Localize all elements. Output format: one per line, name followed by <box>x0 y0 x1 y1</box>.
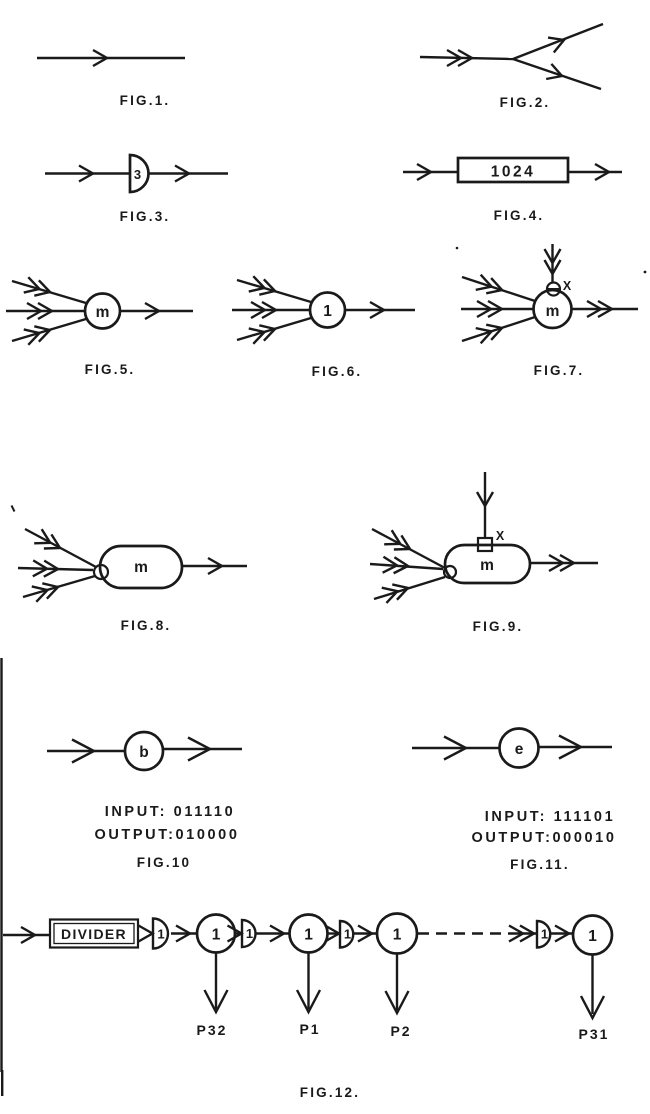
scan-tick <box>10 505 16 512</box>
fig2: FIG.2. <box>419 22 604 110</box>
delay-label: 1 <box>344 927 351 942</box>
input-junction <box>92 563 110 581</box>
fig1-caption: FIG.1. <box>120 93 171 108</box>
input-junction <box>442 564 458 580</box>
stage-label: 1 <box>212 927 221 944</box>
divider-box <box>48 918 140 949</box>
delay-element <box>151 917 170 950</box>
fig4-caption: FIG.4. <box>494 208 545 223</box>
cipher-node <box>123 730 165 772</box>
node-label: b <box>139 744 148 761</box>
node-label: m <box>546 303 560 320</box>
arrowhead-icon <box>22 276 54 301</box>
node-label: m <box>96 304 110 321</box>
fig6-caption: FIG.6. <box>312 364 363 379</box>
divider-box-inner <box>53 922 135 945</box>
node-label: 1 <box>323 303 332 320</box>
scan-speck <box>455 246 459 250</box>
input-sequence: INPUT: 111101 <box>485 809 616 825</box>
delay-label: 3 <box>134 167 141 182</box>
output-sequence: OUTPUT:000010 <box>471 830 616 846</box>
fig11: e INPUT: 111101 OUTPUT:000010 FIG.11. <box>412 727 616 872</box>
arrowhead-icon <box>382 528 415 558</box>
delay-label: 1 <box>157 927 164 942</box>
fig8-caption: FIG.8. <box>121 618 172 633</box>
node-label: m <box>480 557 494 574</box>
fig9-caption: FIG.9. <box>473 619 524 634</box>
fig5: m FIG.5. <box>6 276 193 377</box>
arrowhead-icon <box>474 273 506 299</box>
fig8: m FIG.8. <box>10 505 247 633</box>
input-line <box>461 315 536 343</box>
fig12-caption: FIG.12. <box>300 1085 360 1100</box>
fig10: b INPUT: 011110 OUTPUT:010000 FIG.10 <box>47 730 242 870</box>
delay-label: 1 <box>246 926 253 941</box>
arrowhead-icon <box>32 527 65 557</box>
output-label-p32: P32 <box>197 1022 228 1038</box>
branch-line <box>512 22 604 61</box>
arrowhead-icon <box>30 578 62 603</box>
fig10-caption: FIG.10 <box>137 855 191 870</box>
flow-line <box>419 55 514 61</box>
input-line <box>461 275 536 303</box>
fig11-caption: FIG.11. <box>510 857 570 872</box>
output-label-p2: P2 <box>390 1023 411 1039</box>
delay-box <box>456 156 570 184</box>
delay-element <box>338 919 355 949</box>
arrowhead-icon <box>474 319 506 345</box>
output-label-p1: P1 <box>299 1021 320 1037</box>
stage-label: 1 <box>393 927 402 944</box>
output-sequence: OUTPUT:010000 <box>94 827 239 843</box>
delay-label: 1 <box>541 927 548 942</box>
tap-label: X <box>496 529 505 543</box>
fig5-caption: FIG.5. <box>85 362 136 377</box>
delay-element <box>535 919 552 949</box>
branch-line <box>512 57 602 91</box>
stage-label: 1 <box>304 927 313 944</box>
output-label-p31: P31 <box>579 1026 610 1042</box>
delay-box-label: 1024 <box>491 164 535 181</box>
fig12: DIVIDER 1 1 1 1 1 1 1 1 P32 <box>0 658 614 1100</box>
fig6: 1 FIG.6. <box>232 275 415 379</box>
delay-element <box>240 918 257 949</box>
fig7: X m FIG.7. <box>455 244 647 378</box>
arrowhead-icon <box>380 579 412 605</box>
arrowhead-icon <box>22 321 54 346</box>
input-sequence: INPUT: 011110 <box>105 804 236 820</box>
fig1: FIG.1. <box>37 48 185 108</box>
divider-label: DIVIDER <box>61 926 127 942</box>
node-label: m <box>134 559 148 576</box>
delay-element <box>128 153 150 194</box>
stage-label: 1 <box>588 928 597 945</box>
arrowhead-icon <box>137 924 154 943</box>
node-label: e <box>515 741 524 758</box>
arrowhead-icon <box>247 275 279 300</box>
fig3: 3 FIG.3. <box>45 153 228 224</box>
tap-label: X <box>563 279 572 293</box>
fig3-caption: FIG.3. <box>120 209 171 224</box>
arrowhead-icon <box>247 320 279 345</box>
fig4: 1024 FIG.4. <box>403 156 622 223</box>
fig2-caption: FIG.2. <box>500 95 551 110</box>
fig9: X m FIG.9. <box>369 472 598 634</box>
fig7-caption: FIG.7. <box>534 363 585 378</box>
scan-speck <box>643 270 647 274</box>
